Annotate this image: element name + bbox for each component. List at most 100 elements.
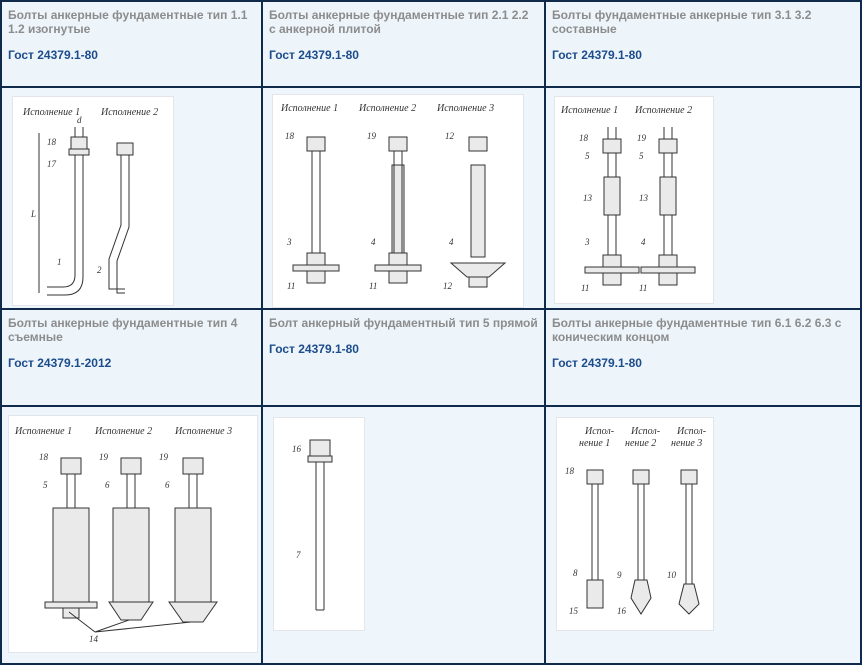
variant-1-label: Испол- [584, 426, 614, 437]
nut-shape [632, 469, 650, 485]
coupling [659, 176, 677, 216]
part-label: 9 [617, 570, 622, 580]
nut-shape [388, 136, 408, 152]
washer-shape [307, 455, 333, 463]
drawing-straight-bolt[interactable]: 16 7 [273, 417, 365, 631]
gost-standard: Гост 24379.1-80 [8, 48, 98, 62]
nut-shape [468, 136, 488, 152]
nut-shape [306, 136, 326, 152]
variant-3-label: нение 3 [671, 438, 702, 449]
part-label: 17 [47, 159, 57, 169]
anchor-plate [44, 601, 98, 609]
nut-shape [602, 138, 622, 154]
variant-2-label: Исполнение 2 [94, 426, 152, 437]
drawing-plate-bolts[interactable]: Исполнение 1 Исполнение 2 Исполнение 3 1… [272, 94, 524, 308]
drawing-removable-bolts[interactable]: Исполнение 1 Исполнение 2 Исполнение 3 1… [8, 415, 258, 653]
nut-shape [658, 272, 678, 286]
part-label: 11 [369, 281, 377, 291]
header-cell-type-3: Болты фундаментные анкерные тип 3.1 3.2 … [546, 2, 860, 88]
drawing-bent-bolts[interactable]: Исполнение 1 Исполнение 2 d 18 17 L 1 2 [12, 96, 174, 306]
nut-shape [680, 469, 698, 485]
drawing-conical-bolts[interactable]: Испол- нение 1 Испол- нение 2 Испол- нен… [556, 417, 714, 631]
part-label: 18 [39, 452, 49, 462]
nut-shape [658, 138, 678, 154]
part-label: 11 [639, 283, 647, 293]
nut-shape [586, 469, 604, 485]
product-title[interactable]: Болты анкерные фундаментные тип 1.1 1.2 … [8, 8, 248, 36]
part-label: 18 [565, 466, 575, 476]
part-label: 19 [99, 452, 109, 462]
image-cell-type-5: 16 7 [263, 407, 546, 663]
anchor-plate [374, 264, 422, 272]
nut-shape [116, 142, 134, 156]
variant-1-label: нение 1 [579, 438, 610, 449]
part-label: 16 [292, 444, 302, 454]
bent-rod-2 [108, 155, 130, 294]
part-label: 19 [637, 133, 647, 143]
sleeve-pipe [52, 507, 90, 603]
rod-sleeve [470, 164, 486, 258]
variant-2-label: Исполнение 2 [634, 105, 692, 116]
nut-shape [388, 270, 408, 284]
part-label: 13 [639, 193, 649, 203]
part-label: 16 [617, 606, 627, 616]
variant-1-label: Исполнение 1 [14, 426, 72, 437]
gost-standard: Гост 24379.1-80 [552, 356, 642, 370]
variant-3-label: Исполнение 3 [174, 426, 232, 437]
nut-shape [602, 254, 622, 268]
gost-standard: Гост 24379.1-80 [269, 342, 359, 356]
part-label: 3 [286, 237, 292, 247]
coupling [603, 176, 621, 216]
product-title[interactable]: Болты анкерные фундаментные тип 6.1 6.2 … [552, 316, 842, 344]
anchor-plate [640, 266, 696, 274]
variant-2-label: Исполнение 2 [100, 107, 158, 118]
part-label: 15 [569, 606, 579, 616]
part-label: 5 [585, 151, 590, 161]
nut-shape [70, 136, 88, 150]
variant-1-label: Исполнение 1 [280, 103, 338, 114]
part-label: 6 [165, 480, 170, 490]
part-label: 12 [445, 131, 455, 141]
nut-shape [309, 439, 331, 457]
part-label: 4 [449, 237, 454, 247]
nut-shape [388, 252, 408, 266]
part-label: 11 [581, 283, 589, 293]
drawing-composite-bolts[interactable]: Исполнение 1 Исполнение 2 18 5 13 3 11 [554, 96, 714, 304]
product-title[interactable]: Болты анкерные фундаментные тип 2.1 2.2 … [269, 8, 529, 36]
part-label: 10 [667, 570, 677, 580]
part-label: 5 [43, 480, 48, 490]
part-label: 11 [287, 281, 295, 291]
part-label: 13 [583, 193, 593, 203]
header-cell-type-6: Болты анкерные фундаментные тип 6.1 6.2 … [546, 310, 860, 407]
part-label: 4 [641, 237, 646, 247]
product-title[interactable]: Болт анкерный фундаментный тип 5 прямой [269, 316, 538, 330]
nut-shape [60, 457, 82, 475]
cone-end [678, 583, 700, 615]
nut-shape [120, 457, 142, 475]
image-cell-type-4: Исполнение 1 Исполнение 2 Исполнение 3 1… [2, 407, 263, 663]
image-cell-type-6: Испол- нение 1 Испол- нение 2 Испол- нен… [546, 407, 860, 663]
nut-shape [658, 254, 678, 268]
header-cell-type-5: Болт анкерный фундаментный тип 5 прямой … [263, 310, 546, 407]
image-cell-type-3: Исполнение 1 Исполнение 2 18 5 13 3 11 [546, 88, 860, 310]
part-label: 6 [105, 480, 110, 490]
product-title[interactable]: Болты фундаментные анкерные тип 3.1 3.2 … [552, 8, 812, 36]
nut-shape [182, 457, 204, 475]
nut-shape [306, 252, 326, 266]
part-label: 12 [443, 281, 453, 291]
anchor-cone [168, 601, 218, 623]
sleeve-pipe [112, 507, 150, 603]
part-label: 8 [573, 568, 578, 578]
part-label: 3 [584, 237, 590, 247]
bent-rod-1 [47, 155, 84, 296]
header-cell-type-4: Болты анкерные фундаментные тип 4 съемны… [2, 310, 263, 407]
part-label: 18 [579, 133, 589, 143]
anchor-plate [292, 264, 340, 272]
product-title[interactable]: Болты анкерные фундаментные тип 4 съемны… [8, 316, 238, 344]
part-label: 18 [47, 137, 57, 147]
variant-2-label: Испол- [630, 426, 660, 437]
washer-shape [68, 148, 90, 156]
header-cell-type-1: Болты анкерные фундаментные тип 1.1 1.2 … [2, 2, 263, 88]
nut-shape [468, 276, 488, 288]
